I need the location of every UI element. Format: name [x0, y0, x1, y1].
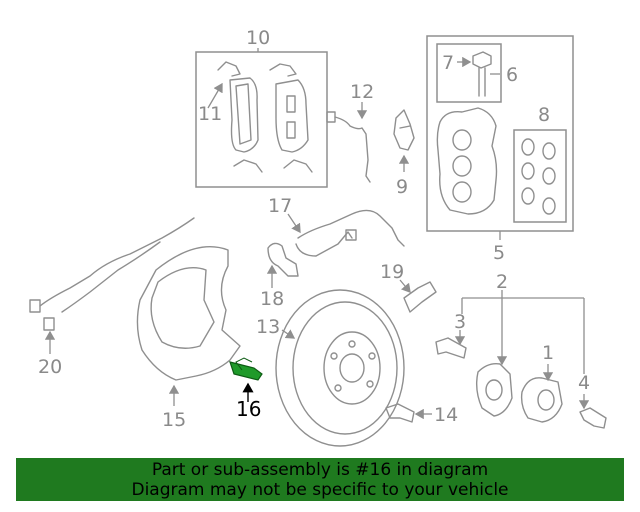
label-12: 12	[350, 81, 374, 103]
label-1: 1	[542, 342, 554, 364]
brake-pad-kit-box[interactable]	[195, 48, 328, 188]
hose-bracket-18[interactable]	[266, 242, 299, 288]
disclaimer-line-1: Part or sub-assembly is #16 in diagram	[151, 460, 489, 480]
label-2: 2	[496, 271, 508, 293]
bolt-3[interactable]	[435, 330, 467, 359]
label-13: 13	[256, 316, 280, 338]
label-17: 17	[268, 195, 292, 217]
label-11: 11	[198, 103, 222, 125]
label-4: 4	[578, 372, 590, 394]
bolt-4[interactable]	[578, 394, 607, 429]
brake-hose-17[interactable]	[287, 209, 405, 257]
caliper-box[interactable]	[426, 35, 574, 240]
label-5: 5	[493, 242, 505, 264]
label-6: 6	[506, 64, 518, 86]
sensor-harness-20[interactable]	[29, 217, 195, 354]
label-3: 3	[454, 311, 466, 333]
disclaimer-line-2: Diagram may not be specific to your vehi…	[131, 480, 509, 500]
disclaimer-banner: Part or sub-assembly is #16 in diagram D…	[16, 458, 624, 501]
label-10: 10	[246, 27, 270, 49]
label-14: 14	[434, 404, 458, 426]
label-18: 18	[260, 288, 284, 310]
label-20: 20	[38, 356, 62, 378]
label-9: 9	[396, 176, 408, 198]
wear-sensor-12[interactable]	[326, 102, 371, 183]
bleeder-19[interactable]	[399, 279, 437, 313]
label-16-highlighted: 16	[236, 397, 261, 421]
label-7: 7	[442, 52, 454, 74]
brake-rotor-13[interactable]	[275, 289, 405, 447]
bolt-16-highlight[interactable]	[229, 357, 263, 402]
clip-9[interactable]	[393, 109, 415, 172]
label-8: 8	[538, 104, 550, 126]
hub-bearing-2[interactable]	[461, 290, 585, 417]
label-19: 19	[380, 261, 404, 283]
label-15: 15	[162, 409, 186, 431]
bolt-14[interactable]	[385, 403, 432, 423]
splash-shield-15[interactable]	[136, 246, 241, 406]
hub-1[interactable]	[520, 364, 563, 423]
parts-diagram: 10 11 12 9 7 6 8 5 17 18 19 2 3 13 1 4 1…	[29, 27, 607, 447]
